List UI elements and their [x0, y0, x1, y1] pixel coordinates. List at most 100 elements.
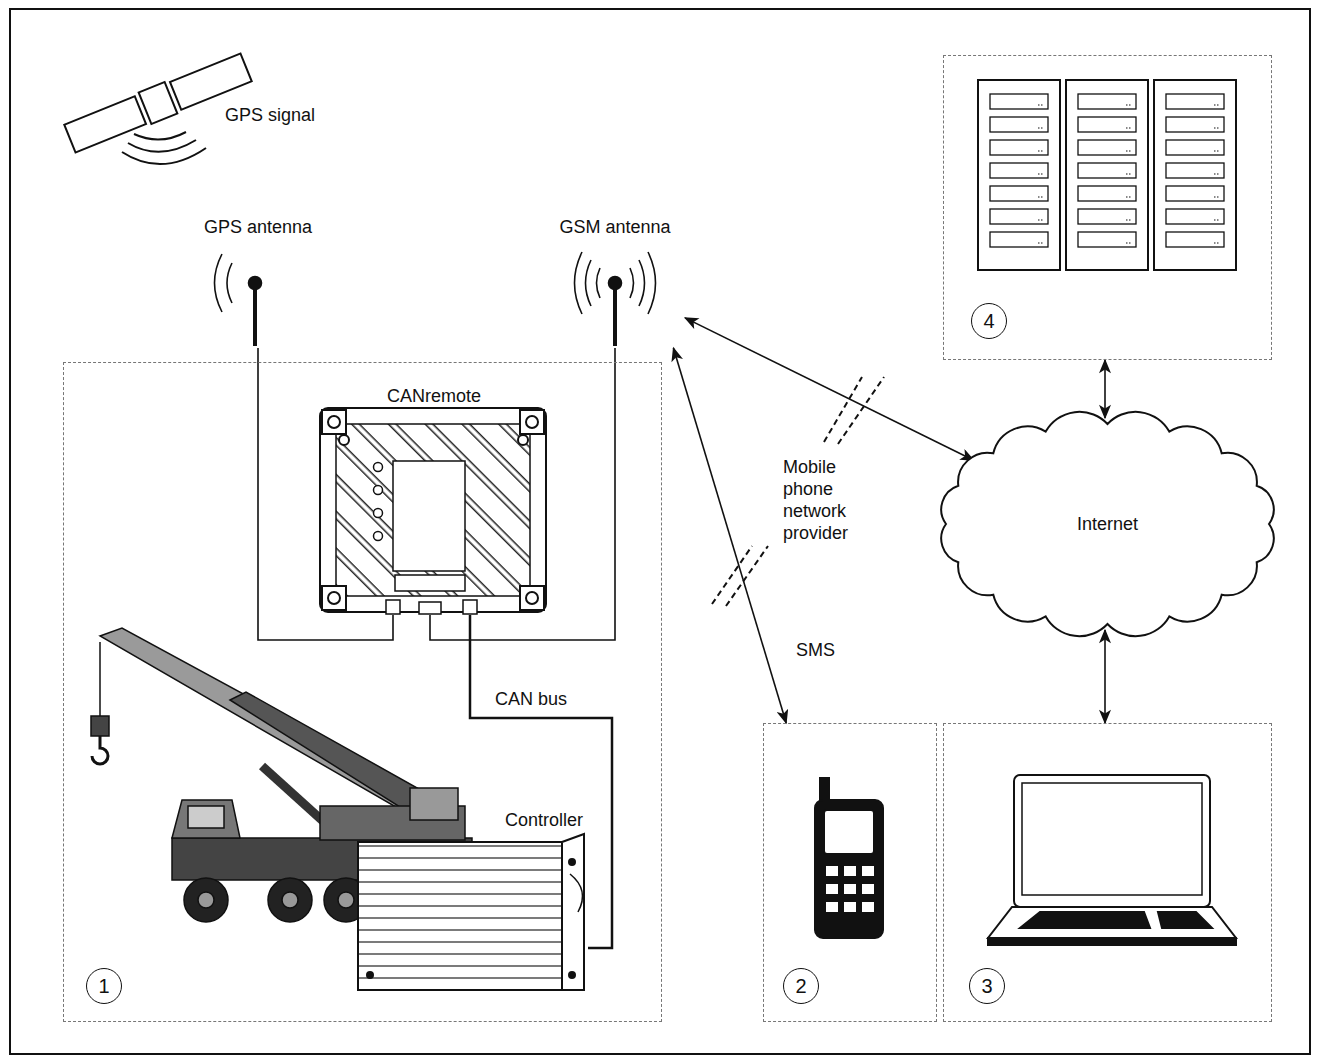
mobile-phone: [862, 866, 874, 876]
server-led: [1214, 104, 1220, 105]
controller-housing: [367, 972, 373, 978]
cloud-outline: [941, 412, 1273, 636]
connector: [685, 318, 974, 460]
server-led: [1038, 104, 1044, 105]
crane-illustration: [338, 892, 354, 908]
server-led: [1038, 242, 1044, 243]
connector-label: SMS: [796, 640, 835, 660]
canremote-housing: [395, 575, 465, 591]
mobile-phone: [844, 866, 856, 876]
connector: [1104, 630, 1106, 723]
mobile-phone: [826, 866, 874, 912]
server-slot: [990, 117, 1048, 132]
server-slot: [1166, 94, 1224, 109]
canremote-housing: [320, 408, 546, 612]
server-led: [1214, 173, 1220, 174]
text-holder: CANremote: [321, 385, 547, 407]
crane-illustration: [188, 806, 224, 828]
network-break-marks: [712, 546, 752, 604]
region-box: 2: [763, 723, 937, 1022]
server-led: [1126, 150, 1132, 151]
crane-illustration: [91, 716, 109, 736]
canremote-housing: [520, 410, 544, 434]
canremote-housing: [526, 592, 538, 604]
internet-cloud: Internet: [930, 408, 1285, 640]
laptop: [1022, 783, 1202, 895]
laptop: [988, 775, 1236, 945]
crane-illustration: [100, 628, 460, 836]
gps-antenna-symbol: [227, 263, 232, 303]
gsm-antenna-symbol: [648, 252, 656, 314]
gsm-antenna-symbol: [575, 252, 583, 314]
antenna: GPS antenna: [188, 216, 328, 348]
network-break-marks: [712, 377, 884, 606]
canremote-housing: [322, 410, 346, 434]
crane-illustration: [184, 878, 228, 922]
annotation-label: Mobile phone network provider: [783, 457, 848, 543]
canremote-housing: [520, 586, 544, 610]
region-box: 4: [943, 55, 1272, 360]
mobile-phone: [862, 884, 874, 894]
laptop: [1020, 912, 1150, 928]
callout-ring: 1: [86, 968, 122, 1004]
region-box: CANremoteController 1: [63, 362, 662, 1022]
controller-housing: [358, 834, 584, 990]
satellite: [64, 52, 253, 164]
canremote-unit: CANremote: [321, 385, 547, 615]
mobile-phone: [824, 810, 874, 854]
mobile-phone: [826, 866, 838, 876]
canremote-housing: [393, 461, 465, 571]
device-name: Controller: [505, 810, 583, 830]
server-led: [1214, 127, 1220, 128]
server-racks: [978, 80, 1236, 270]
crane-illustration: [198, 892, 214, 908]
server-slot: [1078, 163, 1136, 178]
canremote-housing: [328, 592, 340, 604]
canremote-housing: [386, 600, 400, 614]
laptop: [988, 938, 1236, 945]
device-name: CANremote: [387, 386, 481, 406]
canremote-housing: [322, 586, 346, 610]
crane-illustration: [268, 878, 312, 922]
server-led: [1214, 242, 1220, 243]
gps-antenna-symbol: [249, 277, 262, 290]
server-led: [1214, 196, 1220, 197]
server-led: [1126, 196, 1132, 197]
gsm-antenna-symbol: [609, 277, 622, 290]
crane-illustration: [172, 800, 240, 838]
laptop: [1014, 775, 1210, 907]
crane-illustration: [282, 892, 298, 908]
server-slot: [990, 232, 1048, 247]
canremote-housing: [374, 463, 383, 472]
gsm-antenna-symbol: [639, 260, 645, 306]
laptop: [988, 907, 1236, 938]
server-led: [1126, 219, 1132, 220]
server-slot: [990, 163, 1048, 178]
crane-illustration: [99, 642, 101, 718]
connector: [258, 348, 393, 640]
gsm-antenna-symbol: [613, 283, 617, 346]
canremote-housing: [419, 602, 441, 614]
callout-number: 2: [795, 976, 806, 996]
canremote-housing: [339, 435, 349, 445]
canremote-housing: [320, 408, 546, 614]
gsm-antenna-symbol: [575, 252, 656, 346]
server-led: [1214, 219, 1220, 220]
controller-housing: [358, 842, 562, 990]
gps-antenna-symbol: [253, 283, 257, 346]
mobile-phone: [844, 884, 856, 894]
connector: [673, 348, 786, 723]
crane-illustration: [410, 788, 458, 820]
network-break-marks: [824, 377, 862, 442]
server-slot: [1078, 186, 1136, 201]
gsm-antenna-symbol: [586, 260, 592, 306]
gsm-antenna-symbol: [597, 268, 601, 298]
label-patch: SMS: [793, 639, 838, 661]
callout-number: 4: [983, 311, 994, 331]
server-slot: [1078, 117, 1136, 132]
gps-antenna-symbol: [215, 254, 223, 312]
server-rack: [1066, 80, 1148, 270]
network-break-marks: [726, 546, 768, 606]
network-break-marks: [838, 377, 884, 444]
